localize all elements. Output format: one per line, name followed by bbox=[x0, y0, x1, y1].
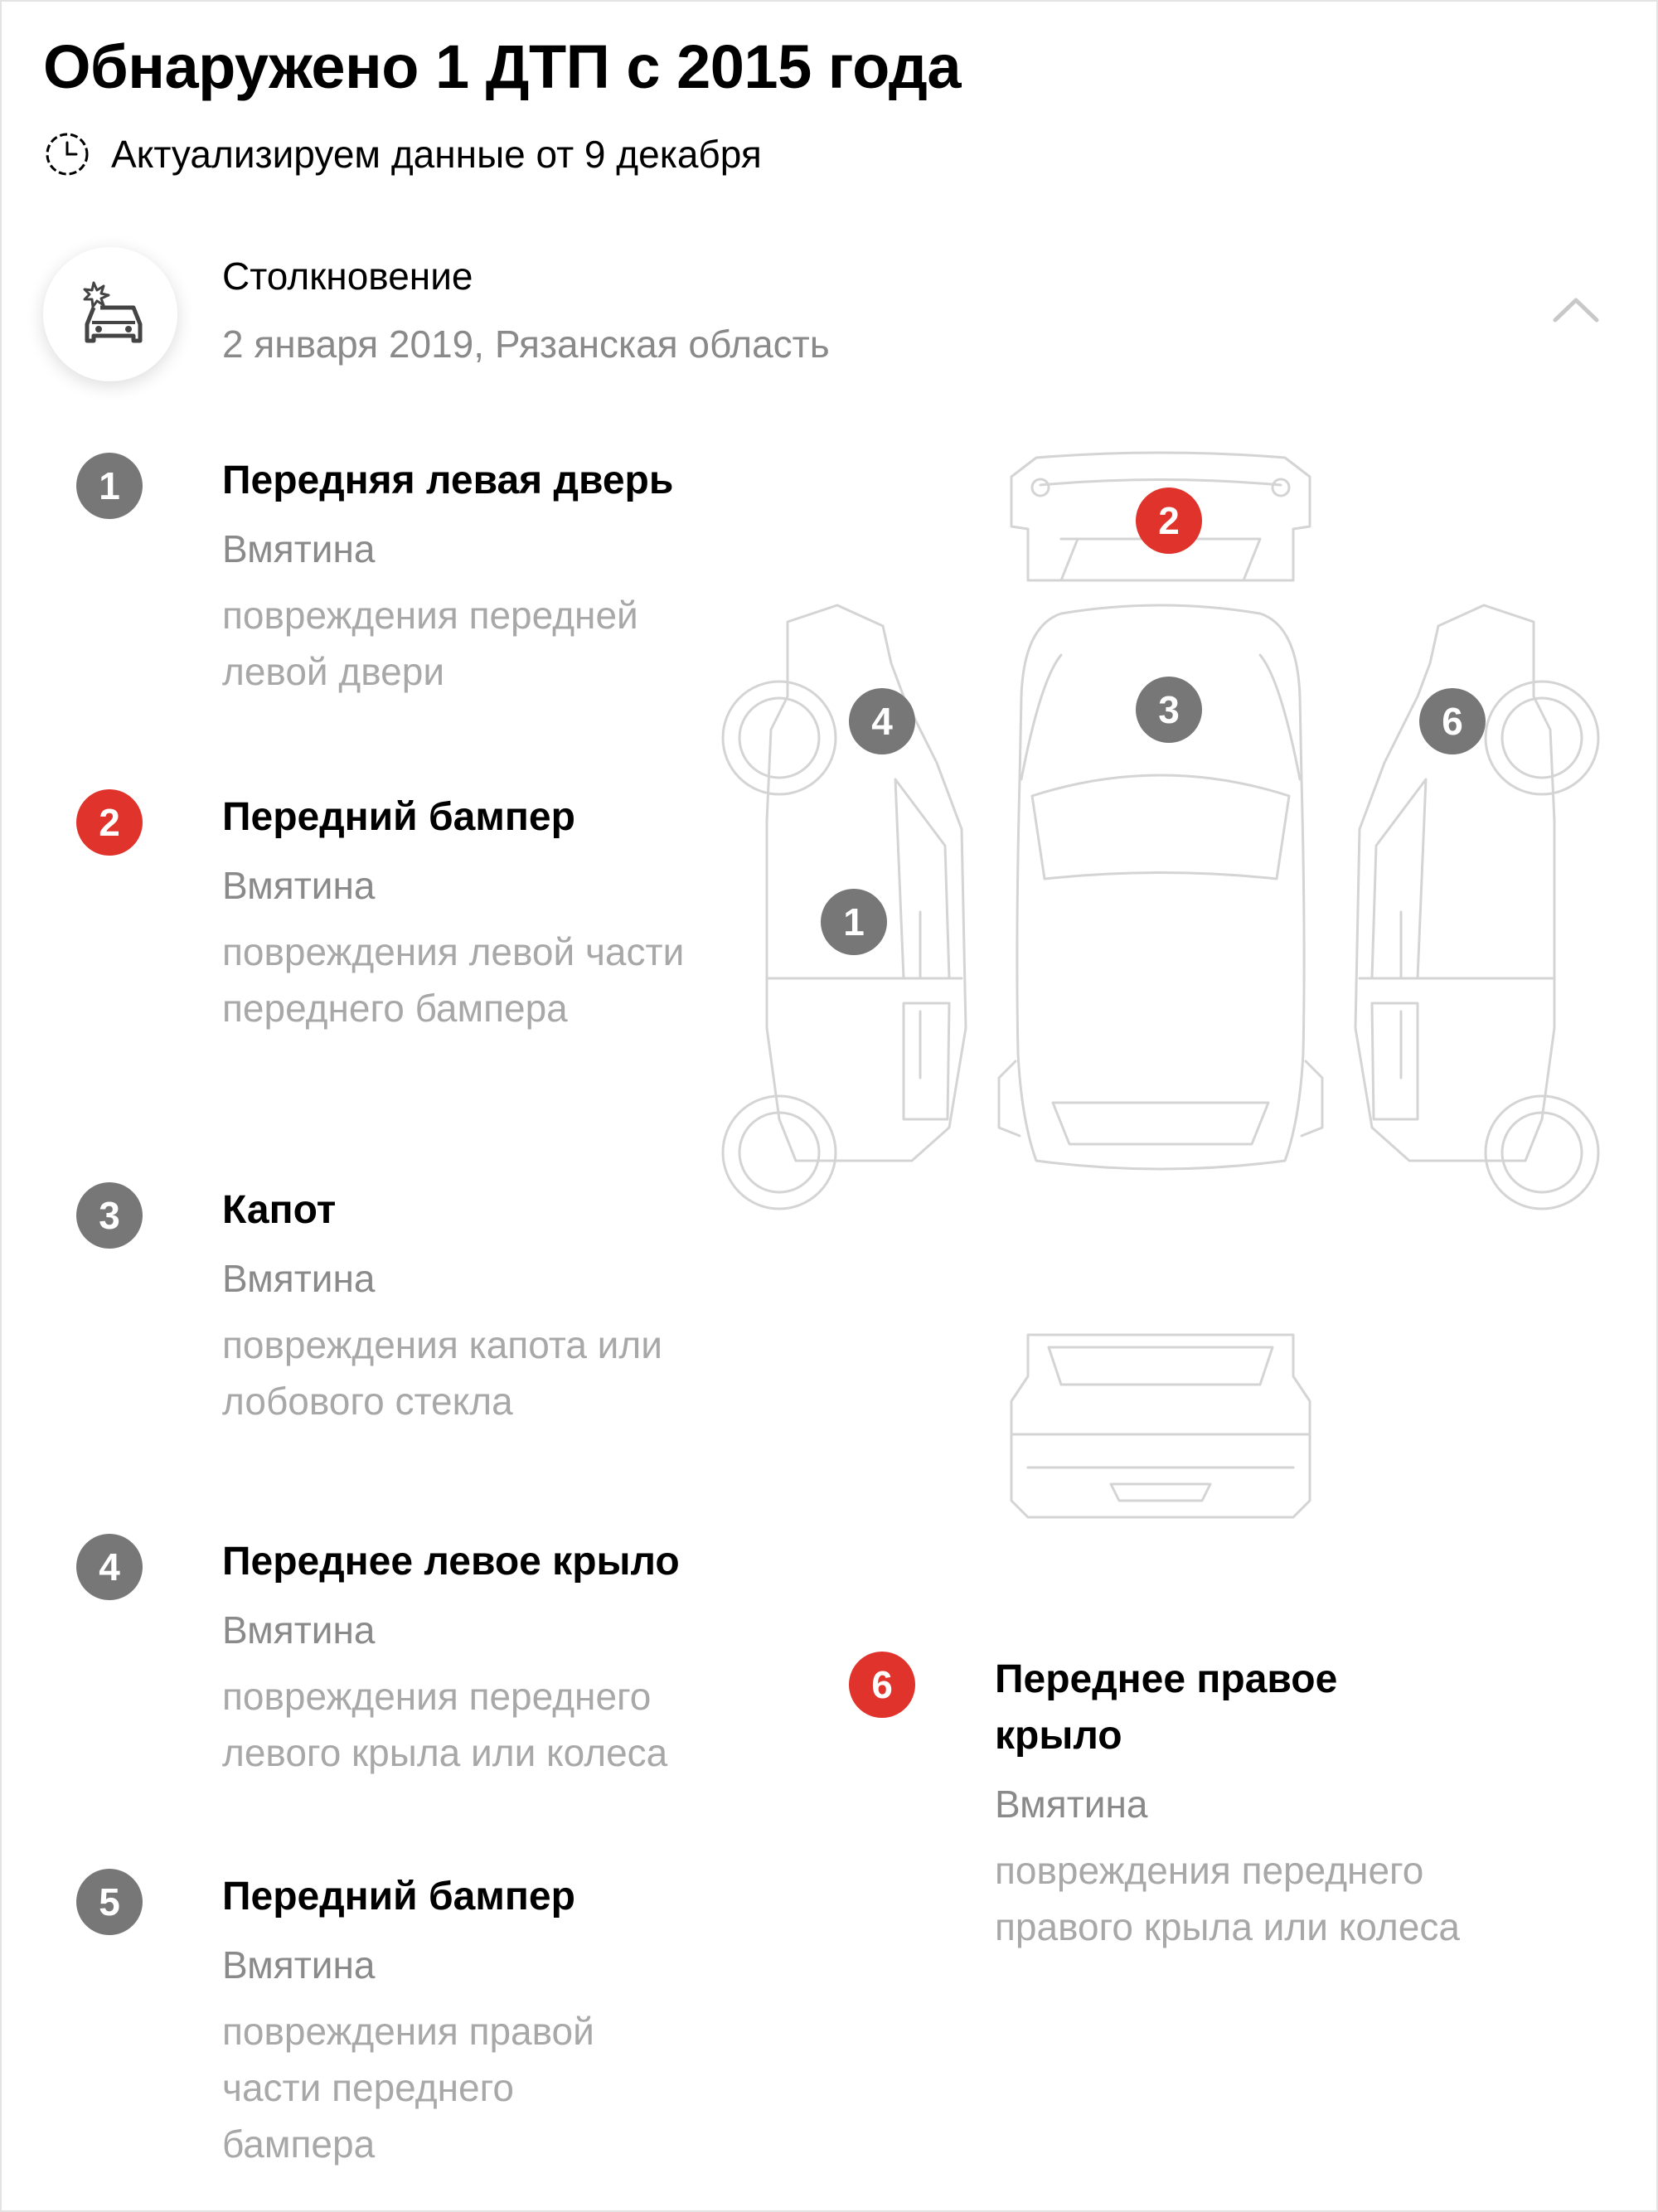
car-crash-icon bbox=[83, 281, 143, 343]
damage-title: Переднее правое крыло bbox=[995, 1657, 1338, 1758]
damage-title: Передняя левая дверь bbox=[222, 458, 674, 502]
damage-title: Переднее левое крыло bbox=[222, 1540, 680, 1584]
damage-type: Вмятина bbox=[222, 527, 376, 570]
damage-badge: 3 bbox=[76, 1182, 143, 1249]
damage-badge: 5 bbox=[76, 1869, 143, 1935]
car-top-view bbox=[997, 604, 1324, 1171]
damage-item: Переднее левое крыло Вмятина повреждения… bbox=[222, 1534, 852, 1781]
damage-badge: 6 bbox=[849, 1652, 915, 1718]
damage-type: Вмятина bbox=[995, 1783, 1148, 1826]
car-rear-view bbox=[1010, 1333, 1311, 1519]
update-info: Актуализируем данные от 9 декабря bbox=[43, 128, 762, 181]
damage-description: повреждения переднего правого крыла или … bbox=[995, 1849, 1460, 1948]
chevron-up-icon[interactable] bbox=[1550, 293, 1602, 327]
car-left-side-view bbox=[721, 604, 967, 1210]
damage-description: повреждения передней левой двери bbox=[222, 594, 638, 693]
damage-description: повреждения правой части переднего бампе… bbox=[222, 2010, 594, 2166]
diagram-marker[interactable]: 4 bbox=[849, 688, 915, 754]
car-outline-drawing bbox=[721, 451, 1600, 1519]
page-title: Обнаружено 1 ДТП с 2015 года bbox=[43, 32, 961, 101]
damage-item: Капот Вмятина повреждения капота или лоб… bbox=[222, 1182, 852, 1429]
damage-item: Передняя левая дверь Вмятина повреждения… bbox=[222, 453, 852, 700]
damage-type: Вмятина bbox=[222, 1257, 376, 1300]
damage-type: Вмятина bbox=[222, 1943, 376, 1986]
damage-type: Вмятина bbox=[222, 864, 376, 907]
damage-badge: 1 bbox=[76, 453, 143, 519]
damage-description: повреждения капота или лобового стекла bbox=[222, 1323, 662, 1423]
accident-type: Столкновение bbox=[222, 255, 473, 298]
accident-date-region: 2 января 2019, Рязанская область bbox=[222, 323, 830, 366]
damage-description: повреждения левой части переднего бампер… bbox=[222, 930, 685, 1030]
damage-title: Передний бампер bbox=[222, 795, 575, 839]
damage-item: Переднее правое крыло Вмятина повреждени… bbox=[995, 1652, 1509, 1955]
damage-item: Передний бампер Вмятина повреждения лево… bbox=[222, 789, 852, 1036]
damage-item: Передний бампер Вмятина повреждения прав… bbox=[222, 1869, 852, 2172]
clock-icon bbox=[46, 133, 89, 176]
diagram-marker[interactable]: 6 bbox=[1419, 688, 1486, 754]
damage-type: Вмятина bbox=[222, 1608, 376, 1652]
damage-title: Передний бампер bbox=[222, 1875, 575, 1919]
damage-badge: 4 bbox=[76, 1534, 143, 1600]
accident-icon-circle bbox=[43, 247, 177, 381]
update-text: Актуализируем данные от 9 декабря bbox=[111, 133, 762, 176]
damage-description: повреждения переднего левого крыла или к… bbox=[222, 1675, 668, 1774]
damage-badge: 2 bbox=[76, 789, 143, 856]
car-damage-diagram: 2 3 4 6 1 bbox=[713, 448, 1608, 1526]
diagram-marker[interactable]: 1 bbox=[821, 889, 887, 955]
diagram-marker[interactable]: 2 bbox=[1136, 488, 1202, 554]
car-right-side-view bbox=[1354, 604, 1600, 1210]
car-front-view bbox=[1010, 451, 1311, 582]
diagram-marker[interactable]: 3 bbox=[1136, 677, 1202, 743]
damage-title: Капот bbox=[222, 1188, 337, 1232]
